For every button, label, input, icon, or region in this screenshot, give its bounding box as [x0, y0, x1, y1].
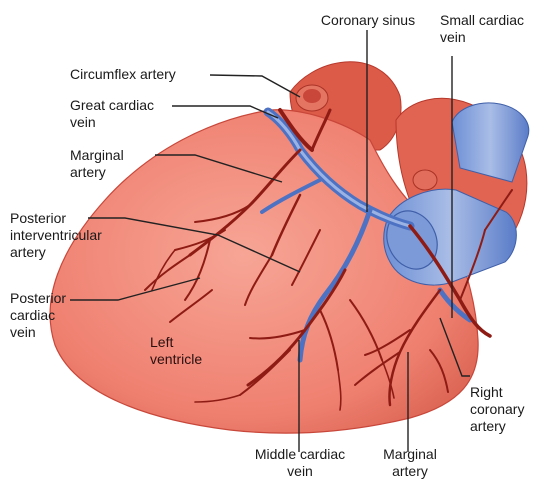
label-middle-cardiac-vein: Middle cardiac vein	[240, 446, 360, 480]
label-left-ventricle: Left ventricle	[150, 334, 240, 368]
label-marginal-artery-bottom: Marginal artery	[360, 446, 460, 480]
label-marginal-artery-left: Marginal artery	[70, 147, 160, 181]
label-small-cardiac-vein: Small cardiac vein	[440, 12, 544, 46]
label-coronary-sinus: Coronary sinus	[308, 12, 428, 29]
label-circumflex-artery: Circumflex artery	[70, 66, 210, 83]
label-posterior-interventricular-artery: Posterior interventricular artery	[10, 210, 130, 261]
label-posterior-cardiac-vein: Posterior cardiac vein	[10, 290, 100, 341]
label-great-cardiac-vein: Great cardiac vein	[70, 97, 180, 131]
label-right-coronary-artery: Right coronary artery	[470, 384, 544, 435]
